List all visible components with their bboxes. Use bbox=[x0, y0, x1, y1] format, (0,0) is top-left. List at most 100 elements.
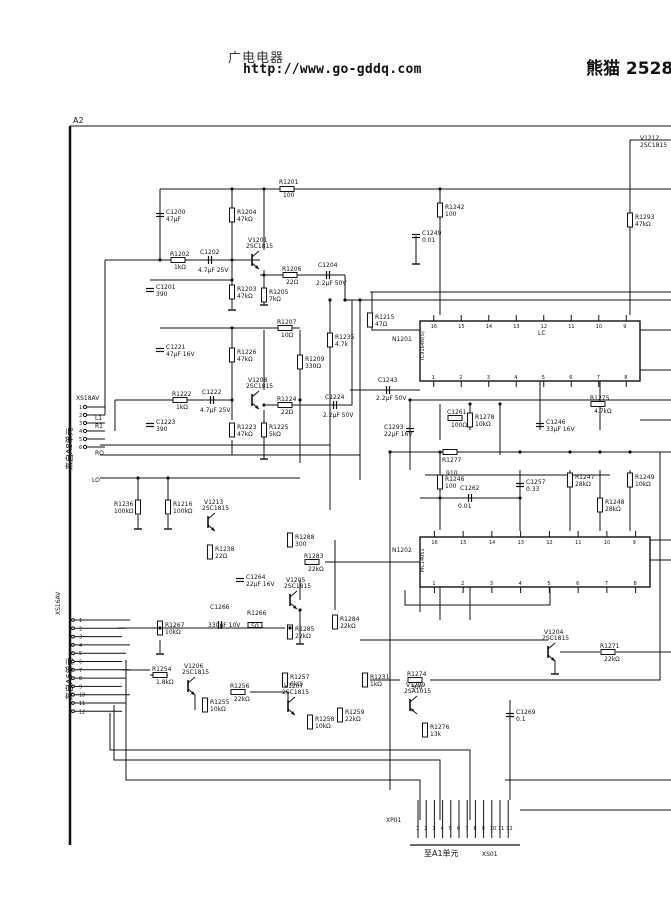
junction-dot bbox=[388, 450, 392, 454]
junction-dot bbox=[230, 258, 234, 262]
connector-pin: 10 bbox=[79, 693, 85, 699]
pin-number: 15 bbox=[460, 540, 466, 546]
wire bbox=[125, 660, 421, 820]
part-value: 390 bbox=[156, 426, 168, 433]
junction-dot bbox=[288, 626, 292, 630]
part-value: 33μF 16V bbox=[546, 426, 575, 433]
connector-pin: 2 bbox=[79, 413, 82, 419]
part-ref: C1243 bbox=[378, 377, 398, 384]
part-value: 22kΩ bbox=[340, 623, 356, 630]
part-value: 10kΩ bbox=[475, 421, 491, 428]
junction-dot bbox=[166, 476, 170, 480]
part-value: 300 bbox=[295, 541, 307, 548]
net-label-l1: L1 bbox=[95, 415, 102, 422]
part-value: 22kΩ bbox=[308, 566, 324, 573]
part-ref: R1201 bbox=[279, 179, 299, 186]
part-ref: V1204 bbox=[544, 629, 564, 636]
part-value: 1kΩ bbox=[370, 681, 382, 688]
connector-pin-terminal bbox=[71, 651, 75, 656]
part-value: 2SC1815 bbox=[640, 142, 667, 149]
ground-symbol bbox=[228, 306, 236, 311]
sheet-label: A2 bbox=[73, 116, 84, 125]
part-ref: R1216 bbox=[173, 501, 193, 508]
part-value: 28kΩ bbox=[575, 481, 591, 488]
ic-ref: N1202 bbox=[392, 547, 412, 554]
part-ref: R1267 bbox=[165, 622, 185, 629]
connector-pin: 6 bbox=[457, 826, 460, 832]
pin-number: 14 bbox=[486, 324, 492, 330]
ic-ref: N1201 bbox=[392, 336, 412, 343]
net-label-r1: R1 bbox=[95, 423, 103, 430]
ground-symbol bbox=[412, 260, 420, 265]
connector-pin-terminal bbox=[82, 412, 88, 418]
junction-dot bbox=[568, 450, 572, 454]
pin-number: 12 bbox=[541, 324, 547, 330]
connector-pin: 1 bbox=[79, 618, 82, 624]
connector-pin-terminal bbox=[71, 676, 75, 680]
junction-dot bbox=[136, 476, 140, 480]
connector-pin: 9 bbox=[482, 826, 485, 832]
part-ref: R1285 bbox=[295, 626, 315, 633]
pin-number: 2 bbox=[459, 375, 462, 381]
part-value: 100Ω bbox=[451, 422, 467, 429]
pin-number: 8 bbox=[624, 375, 627, 381]
part-ref: R1224 bbox=[277, 396, 297, 403]
connector-pin-terminal bbox=[71, 684, 75, 689]
part-ref: C1249 bbox=[422, 230, 442, 237]
connector-pin-terminal bbox=[71, 709, 75, 714]
part-ref: R1238 bbox=[215, 546, 235, 553]
part-ref: R1204 bbox=[237, 209, 257, 216]
connector-pin-terminal bbox=[71, 618, 75, 622]
site-url[interactable]: http://www.go-gddq.com bbox=[243, 62, 422, 77]
part-ref: C1200 bbox=[166, 209, 186, 216]
side-label-from-a6: 来自A6单元 bbox=[64, 657, 74, 700]
junction-dot bbox=[438, 187, 442, 191]
wire bbox=[109, 713, 471, 820]
pin-number: 3 bbox=[490, 581, 493, 587]
part-value: 50 bbox=[251, 623, 259, 630]
net-label-ro: RO bbox=[95, 450, 104, 457]
pin-number: 5 bbox=[542, 375, 545, 381]
part-ref: C1257 bbox=[526, 479, 546, 486]
connector-pin-terminal bbox=[82, 404, 88, 410]
part-value: 390 bbox=[156, 291, 168, 298]
part-value: 2.2μF 50V bbox=[316, 280, 347, 287]
connector-pin: 7 bbox=[465, 826, 468, 832]
part-ref: R1215 bbox=[375, 314, 395, 321]
connector-pin: 12 bbox=[79, 709, 85, 715]
connector-ref: XS16AV bbox=[55, 591, 62, 615]
junction-dot bbox=[262, 187, 266, 191]
part-value: 47μF 16V bbox=[166, 351, 195, 358]
part-ref: R1246 bbox=[445, 476, 465, 483]
part-ref: R1235 bbox=[335, 334, 355, 341]
part-ref: R1277 bbox=[442, 457, 462, 464]
part-ref: R1256 bbox=[230, 683, 250, 690]
connector-pin: 11 bbox=[498, 826, 504, 832]
connector-pin-terminal bbox=[71, 701, 75, 705]
connector-pin-terminal bbox=[71, 626, 75, 631]
part-value: 100 bbox=[445, 211, 457, 218]
part-value: 2.2μF 50V bbox=[376, 395, 407, 402]
part-ref: R1242 bbox=[445, 204, 465, 211]
ic-part-number: MC14051 bbox=[420, 548, 426, 572]
model-title: 熊猫 2528 bbox=[586, 59, 671, 79]
connector-pin: 11 bbox=[79, 701, 85, 707]
pin-number: 15 bbox=[458, 324, 464, 330]
pin-number: 3 bbox=[487, 375, 490, 381]
junction-dot bbox=[158, 626, 162, 630]
